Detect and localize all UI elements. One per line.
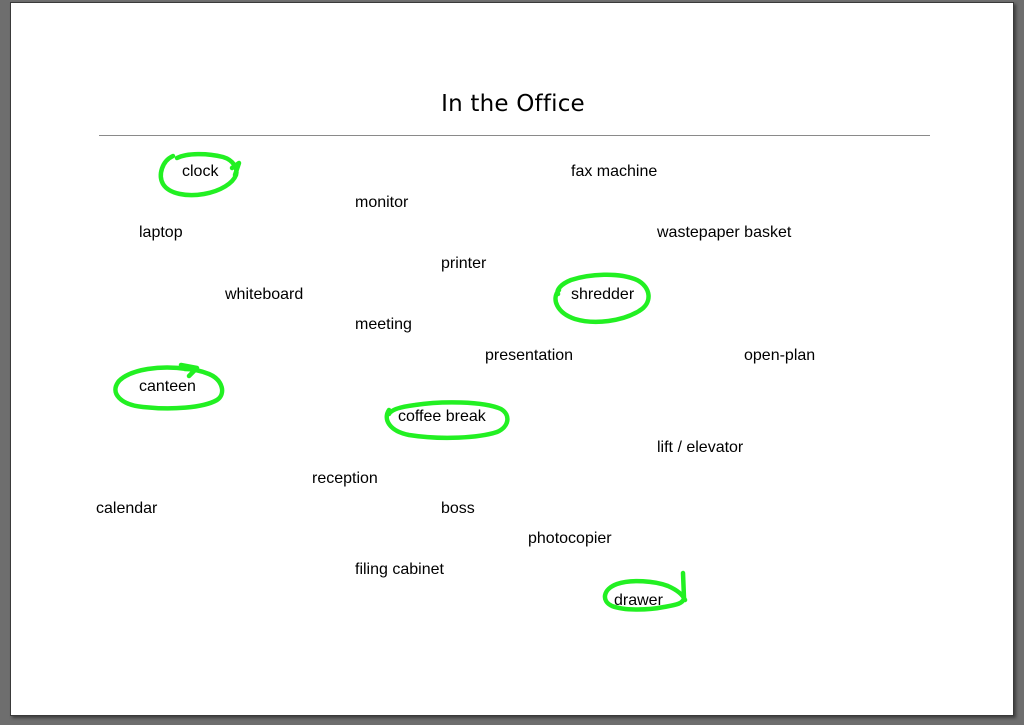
word-printer: printer bbox=[441, 255, 487, 272]
word-reception: reception bbox=[312, 470, 378, 487]
word-laptop: laptop bbox=[139, 224, 183, 241]
worksheet-page: In the Office clock fax machine monitor … bbox=[10, 2, 1014, 716]
word-presentation: presentation bbox=[485, 347, 574, 364]
word-canteen: canteen bbox=[139, 378, 196, 395]
page-title: In the Office bbox=[441, 91, 585, 117]
word-whiteboard: whiteboard bbox=[225, 286, 304, 303]
word-boss: boss bbox=[441, 500, 475, 517]
word-coffee-break: coffee break bbox=[398, 408, 486, 425]
word-drawer: drawer bbox=[614, 592, 663, 609]
word-monitor: monitor bbox=[355, 194, 409, 211]
word-open-plan: open-plan bbox=[744, 347, 816, 364]
word-calendar: calendar bbox=[96, 500, 158, 517]
word-clock: clock bbox=[182, 163, 219, 180]
word-photocopier: photocopier bbox=[528, 530, 612, 547]
word-shredder: shredder bbox=[571, 286, 635, 303]
word-wastepaper-basket: wastepaper basket bbox=[657, 224, 792, 241]
word-filing-cabinet: filing cabinet bbox=[355, 561, 444, 578]
word-meeting: meeting bbox=[355, 316, 412, 333]
word-fax-machine: fax machine bbox=[571, 163, 658, 180]
word-lift-elevator: lift / elevator bbox=[657, 439, 744, 456]
title-divider bbox=[99, 135, 930, 136]
